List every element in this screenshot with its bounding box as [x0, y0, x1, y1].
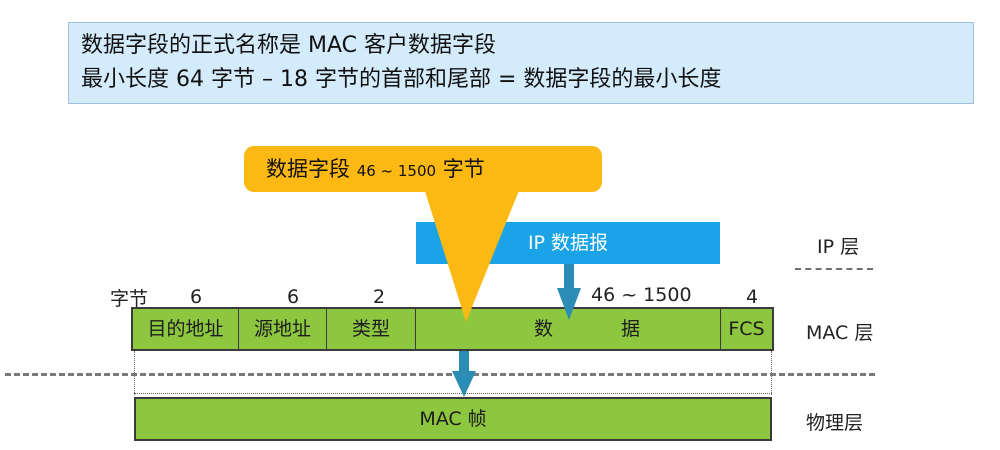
- byte-count-src: 6: [287, 286, 300, 308]
- data-field-callout: 数据字段 46 ~ 1500 字节: [244, 146, 602, 192]
- layer-separator: [795, 268, 873, 270]
- byte-count-data: 46 ~ 1500: [591, 284, 692, 306]
- field-data: 数 据: [416, 309, 721, 349]
- callout-pointer: [424, 188, 520, 322]
- guide-line-right: [771, 351, 772, 395]
- note-line-2: 最小长度 64 字节 – 18 字节的首部和尾部 = 数据字段的最小长度: [81, 67, 722, 92]
- field-data-char-2: 据: [621, 318, 641, 340]
- byte-count-dest: 6: [190, 286, 203, 308]
- ip-datagram-label: IP 数据报: [527, 232, 609, 254]
- mac-frame-bar: MAC 帧: [134, 397, 772, 441]
- byte-unit-label: 字节: [110, 288, 149, 310]
- field-type: 类型: [327, 309, 416, 349]
- physical-layer-label: 物理层: [806, 412, 864, 434]
- arrow-down-icon: [452, 351, 476, 397]
- arrow-down-icon: [557, 264, 581, 320]
- mac-frame-label: MAC 帧: [419, 408, 487, 430]
- info-note: 数据字段的正式名称是 MAC 客户数据字段 最小长度 64 字节 – 18 字节…: [68, 22, 974, 104]
- field-data-char-1: 数: [534, 318, 554, 340]
- byte-count-fcs: 4: [746, 286, 759, 308]
- guide-line-bottom: [134, 393, 772, 394]
- layer-boundary-dashed-line: [5, 373, 875, 376]
- note-line-1: 数据字段的正式名称是 MAC 客户数据字段: [81, 33, 496, 58]
- guide-line-left: [134, 351, 135, 395]
- ip-layer-label: IP 层: [817, 236, 860, 258]
- mac-frame-fields: 目的地址 源地址 类型 数 据 FCS: [131, 307, 774, 351]
- callout-suffix: 字节: [442, 157, 485, 181]
- byte-count-type: 2: [373, 286, 386, 308]
- field-fcs: FCS: [728, 318, 765, 340]
- callout-range: 46 ~ 1500: [356, 162, 437, 180]
- callout-prefix: 数据字段: [266, 157, 350, 181]
- field-dest-address: 目的地址: [133, 309, 239, 349]
- mac-layer-label: MAC 层: [806, 322, 874, 344]
- field-source-address: 源地址: [239, 309, 327, 349]
